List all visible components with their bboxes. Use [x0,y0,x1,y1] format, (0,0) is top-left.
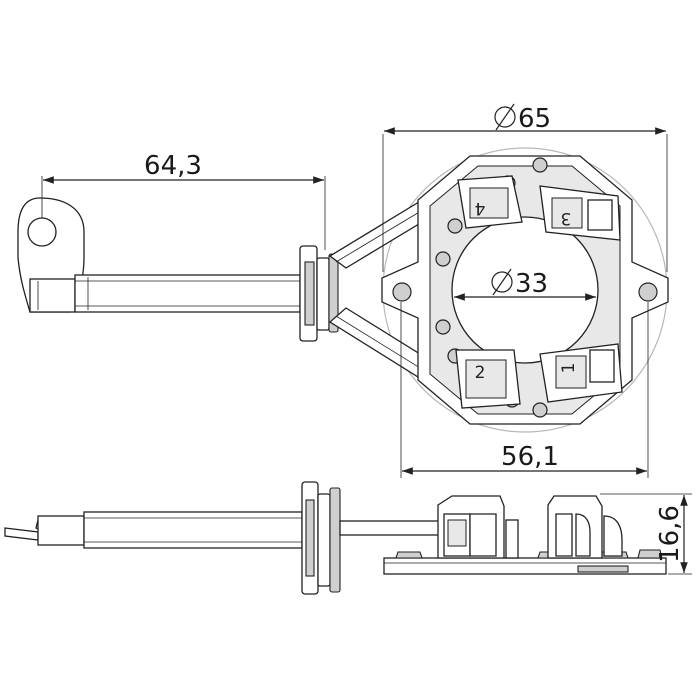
side-brush-holder-right [547,495,623,559]
center-bore [451,216,599,364]
dim-inner-diameter-value: 33 [515,269,548,299]
side-lead-tip [4,515,85,546]
dim-mount-width: 56,1 [400,302,649,478]
lead-terminal [17,197,85,313]
dim-inner-diameter: 33 [454,268,596,301]
dim-height: 16,6 [600,493,692,575]
side-grommet [301,481,341,595]
terminal-eyelet-hole [27,217,57,247]
top-view: 4 3 2 1 65 [17,103,669,478]
dim-lead-length: 64,3 [41,151,326,250]
side-brush-holder-left [437,495,519,559]
dim-mount-width-value: 56,1 [501,442,559,472]
mounting-hole-right [638,282,658,302]
dim-height-value: 16,6 [655,505,685,563]
brush-holder-2: 2 [455,349,521,409]
side-base-plate [383,549,667,575]
lead-sleeve [74,274,301,313]
brush-holder-4: 4 [457,175,523,229]
brush-label-2: 2 [475,363,486,383]
side-lead-sleeve [83,511,303,549]
dim-outer-diameter-value: 65 [518,104,551,134]
brush-label-3: 3 [561,208,572,228]
dim-outer-diameter: 65 [382,103,668,272]
brush-label-4: 4 [475,198,486,218]
side-view: 16,6 [4,481,692,595]
brush-holder-1: 1 [539,343,623,403]
side-lead-wire [339,520,441,536]
mounting-hole-left [392,282,412,302]
diameter-symbol-icon [494,106,516,128]
dim-lead-length-value: 64,3 [144,151,202,181]
brush-label-1: 1 [559,363,579,374]
grommet [299,245,339,342]
diameter-symbol-icon [491,271,513,293]
brush-holder-3: 3 [539,185,621,241]
